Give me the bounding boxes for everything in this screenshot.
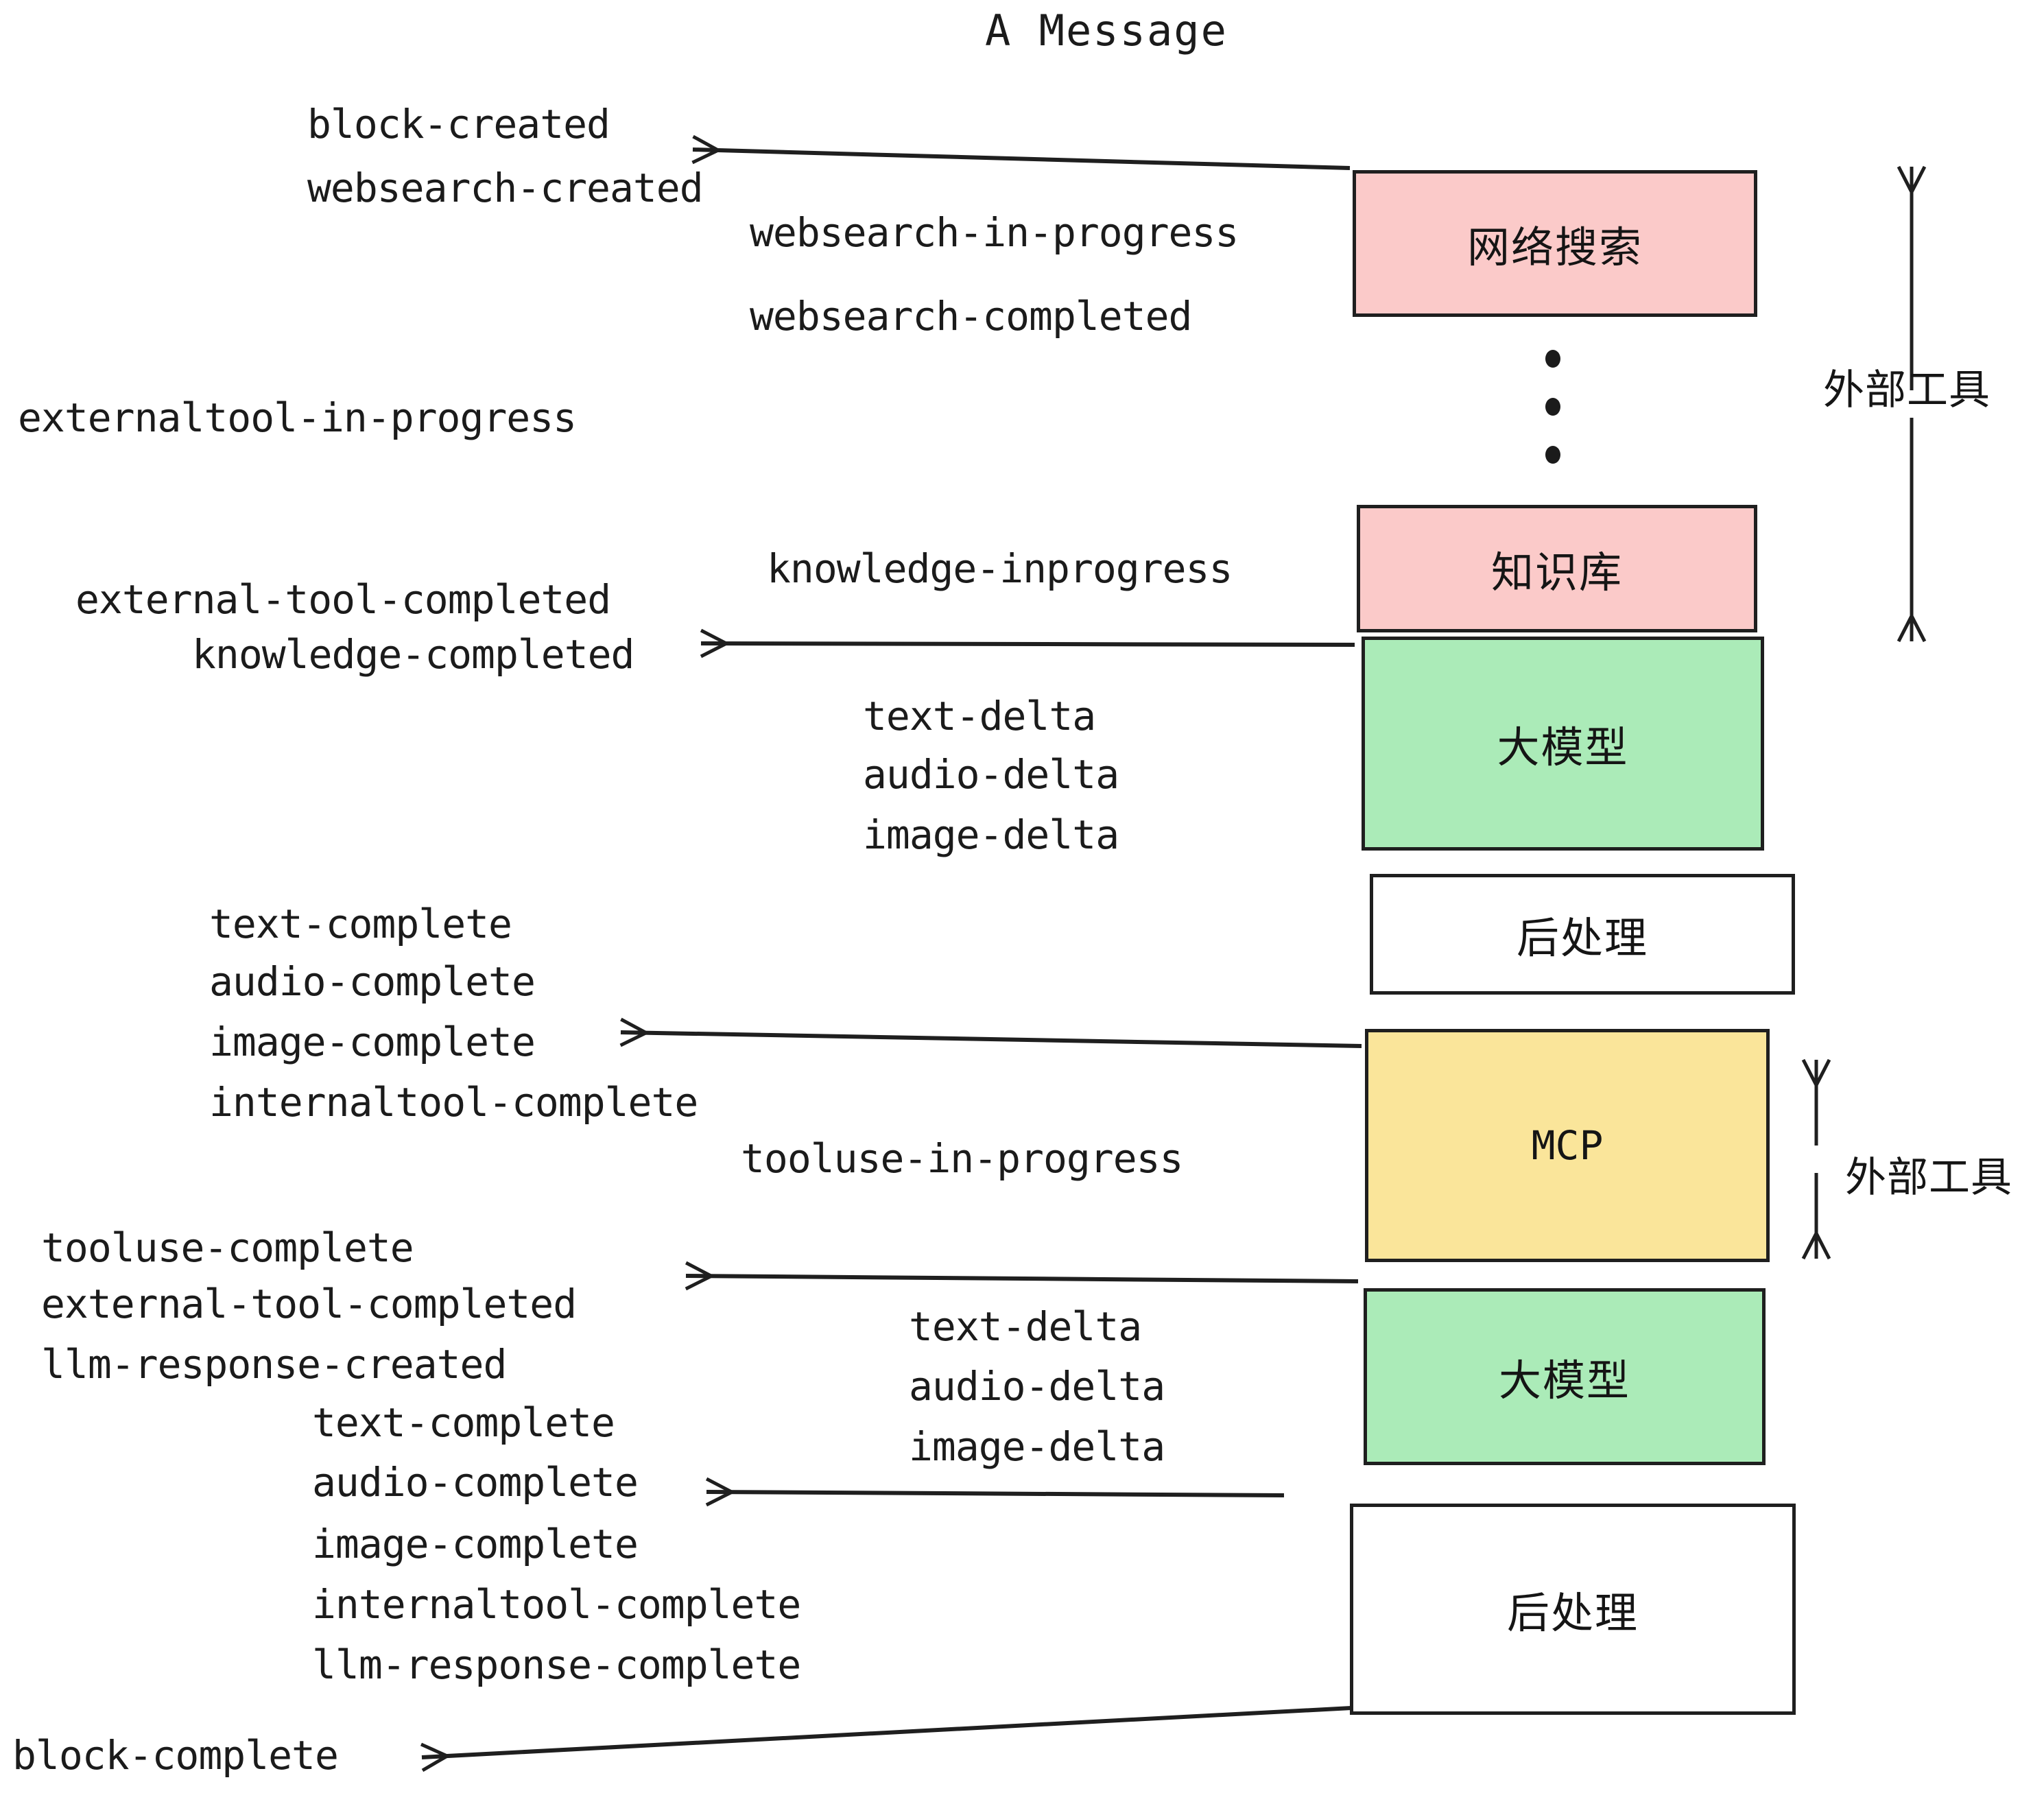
event-label-text-delta: text-delta <box>863 693 1096 739</box>
event-label-websearch-in-progress: websearch-in-progress <box>750 209 1239 256</box>
llm-return-arrow <box>706 1492 1285 1495</box>
ellipsis-dot <box>1545 350 1560 368</box>
event-label-external-tool-completed: external-tool-completed <box>75 576 611 623</box>
event-label-llm-response-created: llm-response-created <box>41 1341 507 1388</box>
process-box-知识库: 知识库 <box>1357 505 1757 632</box>
event-label-external-tool-completed: external-tool-completed <box>41 1281 577 1327</box>
event-label-tooluse-complete: tooluse-complete <box>41 1224 414 1271</box>
process-box-后处理: 后处理 <box>1350 1504 1796 1715</box>
event-label-externaltool-in-progress: externaltool-in-progress <box>18 394 577 441</box>
event-label-audio-delta: audio-delta <box>909 1363 1165 1410</box>
ellipsis-dot <box>1545 446 1560 464</box>
event-label-tooluse-in-progress: tooluse-in-progress <box>741 1135 1183 1182</box>
ellipsis-dot <box>1545 398 1560 416</box>
event-label-internaltool-complete: internaltool-complete <box>209 1079 698 1126</box>
knowledge-return-arrow <box>701 643 1355 645</box>
event-label-image-complete: image-complete <box>209 1019 536 1065</box>
event-label-websearch-completed: websearch-completed <box>750 293 1192 340</box>
process-box-大模型: 大模型 <box>1364 1288 1766 1465</box>
event-label-internaltool-complete: internaltool-complete <box>312 1581 801 1628</box>
event-label-audio-complete: audio-complete <box>312 1459 639 1506</box>
event-label-knowledge-completed: knowledge-completed <box>192 631 634 678</box>
event-label-text-complete: text-complete <box>312 1399 615 1446</box>
event-label-knowledge-inprogress: knowledge-inprogress <box>767 545 1233 592</box>
event-label-llm-response-complete: llm-response-complete <box>312 1641 801 1688</box>
mcp-return-arrow <box>686 1276 1359 1281</box>
process-box-MCP: MCP <box>1365 1029 1770 1262</box>
event-label-audio-delta: audio-delta <box>863 751 1119 798</box>
postprocess-return-arrow <box>621 1032 1362 1048</box>
external-tool-label: 外部工具 <box>1823 366 1990 414</box>
event-label-block-complete: block-complete <box>12 1732 339 1779</box>
process-box-后处理: 后处理 <box>1370 874 1795 995</box>
event-label-websearch-created: websearch-created <box>307 165 704 211</box>
process-box-大模型: 大模型 <box>1362 637 1764 851</box>
event-label-audio-complete: audio-complete <box>209 958 536 1005</box>
block-complete-arrow <box>422 1706 1352 1757</box>
websearch-return-arrow <box>693 150 1351 170</box>
event-label-text-delta: text-delta <box>909 1303 1142 1350</box>
process-box-网络搜索: 网络搜索 <box>1353 170 1757 317</box>
event-label-block-created: block-created <box>307 101 610 147</box>
page-title: A Message <box>985 5 1228 56</box>
event-label-image-complete: image-complete <box>312 1521 639 1567</box>
external-tool-label: 外部工具 <box>1845 1154 2012 1202</box>
event-label-image-delta: image-delta <box>909 1423 1165 1470</box>
event-label-text-complete: text-complete <box>209 901 512 947</box>
event-label-image-delta: image-delta <box>863 811 1119 858</box>
